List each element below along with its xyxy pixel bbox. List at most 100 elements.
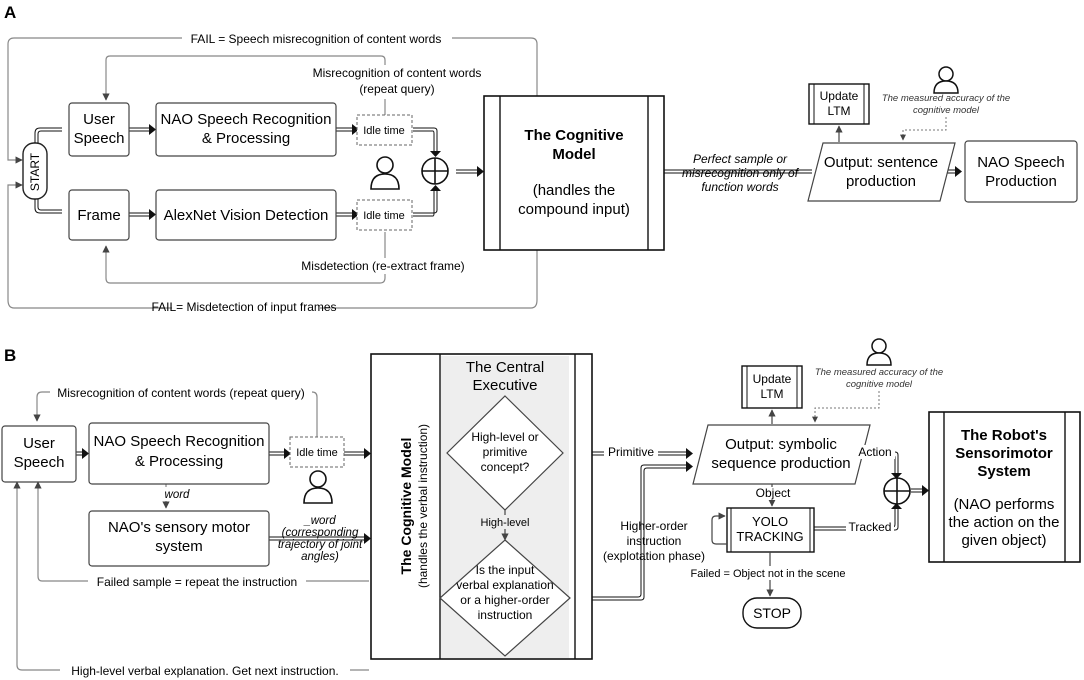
idle-time-a1-label: Idle time	[363, 125, 405, 137]
higher-order-line2: instruction	[627, 534, 682, 548]
nao-prod-line1: NAO Speech	[977, 154, 1065, 171]
failed-object-label: Failed = Object not in the scene	[690, 568, 845, 580]
cog-b-vertical-sub: (handles the verbal instruction)	[416, 424, 430, 588]
panel-a-double-connectors	[34, 127, 812, 217]
stop-node	[742, 597, 802, 629]
stop-label: STOP	[753, 605, 791, 621]
joint-line3: trajectory of joint	[278, 539, 363, 551]
joint-line1: _word	[303, 515, 336, 527]
robot-line4: (NAO performs	[954, 496, 1055, 513]
idle-time-box-a2	[356, 199, 413, 231]
accuracy-b-line2: cognitive model	[846, 379, 913, 390]
user-speech-b-line2: Speech	[14, 454, 65, 471]
edge-label-line1: Perfect sample or	[693, 152, 788, 166]
accuracy-a-line1: The measured accuracy of the	[882, 93, 1010, 104]
nao-speech-recognition-box-a	[155, 102, 337, 157]
user-speech-a-line1: User	[83, 111, 115, 128]
higher-order-line3: (explotation phase)	[603, 549, 705, 563]
update-ltm-a-line2: LTM	[827, 104, 850, 118]
tracked-label: Tracked	[849, 520, 892, 534]
central-exec-line2: Executive	[472, 377, 537, 394]
panel-a-letter: A	[4, 3, 16, 22]
edge-label-line3: function words	[701, 180, 778, 194]
yolo-line2: TRACKING	[736, 529, 803, 544]
frame-box	[68, 189, 130, 241]
panel-a-feedback-lines	[7, 37, 538, 309]
misrecognition-label-line1: Misrecognition of content words	[313, 66, 482, 80]
sensory-line2: system	[155, 538, 203, 555]
alexnet-box	[155, 189, 337, 241]
cog-a-sub2: compound input)	[518, 201, 630, 218]
fail-detection-label: FAIL= Misdetection of input frames	[151, 300, 336, 314]
nao-speech-recognition-box-b	[88, 422, 270, 485]
higher-order-line1: Higher-order	[620, 519, 687, 533]
output-symbolic-node	[692, 424, 871, 485]
user-speech-box-b	[1, 425, 77, 483]
idle-time-a2-label: Idle time	[363, 210, 405, 222]
dia2-line2: verbal explanation	[456, 578, 553, 592]
sensory-motor-box	[88, 510, 270, 567]
output-sentence-node	[807, 142, 956, 202]
high-level-label: High-level	[481, 517, 530, 529]
misdetection-label: Misdetection (re-extract frame)	[301, 259, 464, 273]
idle-time-box-a1	[356, 114, 413, 146]
update-ltm-box-b	[741, 365, 803, 409]
robot-line1: The Robot's	[961, 427, 1047, 444]
nao-prod-line2: Production	[985, 173, 1057, 190]
cog-a-title1: The Cognitive	[524, 127, 623, 144]
robot-sensorimotor-box	[928, 411, 1081, 563]
failed-sample-label: Failed sample = repeat the instruction	[97, 575, 297, 589]
misrecognition-label-line2: (repeat query)	[359, 82, 434, 96]
robot-line3: System	[977, 463, 1030, 480]
cognitive-model-box-a	[483, 95, 665, 251]
output-a-line1: Output: sentence	[824, 154, 938, 171]
nao-speech-production-box	[964, 140, 1078, 203]
update-ltm-a-line1: Update	[820, 89, 859, 103]
yolo-tracking-box	[726, 507, 815, 553]
update-ltm-b-line2: LTM	[760, 387, 783, 401]
evaluator-person-icon-a	[933, 66, 959, 94]
dia1-line1: High-level or	[471, 430, 538, 444]
object-label: Object	[756, 486, 791, 500]
person-icon	[370, 156, 400, 190]
summing-junction-b-icon	[883, 477, 911, 505]
decision-diamond-2	[439, 539, 571, 657]
misrecognition-b-label: Misrecognition of content words (repeat …	[57, 386, 304, 400]
accuracy-b-line1: The measured accuracy of the	[815, 367, 943, 378]
robot-line6: given object)	[961, 532, 1046, 549]
yolo-line1: YOLO	[752, 514, 788, 529]
user-speech-b-line1: User	[23, 435, 55, 452]
primitive-label: Primitive	[608, 445, 654, 459]
nao-sr-a-line2: & Processing	[202, 130, 290, 147]
idle-time-b-label: Idle time	[296, 447, 338, 459]
joint-line4: angles)	[301, 551, 339, 563]
robot-line5: the action on the	[949, 514, 1060, 531]
joint-line2: (corresponding	[282, 527, 359, 539]
edge-label-line2: misrecognition only of	[682, 166, 800, 180]
dia2-line3: or a higher-order	[460, 593, 549, 607]
person-icon-b	[303, 470, 333, 504]
robot-line2: Sensorimotor	[955, 445, 1053, 462]
alexnet-label: AlexNet Vision Detection	[164, 207, 329, 224]
evaluator-person-icon-b	[866, 338, 892, 366]
output-b-line1: Output: symbolic	[725, 436, 837, 453]
cog-a-sub1: (handles the	[533, 182, 616, 199]
action-label: Action	[858, 445, 891, 459]
update-ltm-box-a	[808, 83, 870, 125]
dia1-line3: concept?	[481, 460, 530, 474]
dia2-line1: Is the input	[476, 563, 535, 577]
cog-a-title2: Model	[552, 146, 595, 163]
cog-b-vertical-title: The Cognitive Model	[398, 438, 414, 575]
frame-label: Frame	[77, 207, 120, 224]
start-label: START	[28, 152, 42, 191]
central-exec-line1: The Central	[466, 359, 544, 376]
panel-b-letter: B	[4, 346, 16, 365]
user-speech-box-a	[68, 102, 130, 157]
user-speech-a-line2: Speech	[74, 130, 125, 147]
output-a-line2: production	[846, 173, 916, 190]
nao-sr-b-line2: & Processing	[135, 453, 223, 470]
sensory-line1: NAO's sensory motor	[108, 519, 250, 536]
accuracy-a-line2: cognitive model	[913, 105, 980, 116]
dia2-line4: instruction	[478, 608, 533, 622]
high-level-next-label: High-level verbal explanation. Get next …	[71, 664, 338, 678]
